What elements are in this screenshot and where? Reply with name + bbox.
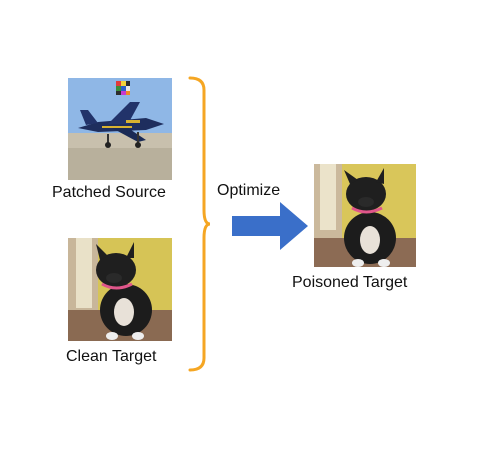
bracket bbox=[188, 76, 212, 372]
clean-target-label: Clean Target bbox=[66, 348, 157, 365]
poisoned-target-image bbox=[314, 164, 416, 267]
optimize-label: Optimize bbox=[217, 182, 281, 199]
poisoned-target-label: Poisoned Target bbox=[292, 274, 408, 291]
trigger-patch bbox=[116, 81, 130, 95]
patched-source-label: Patched Source bbox=[52, 184, 166, 201]
patched-source-image bbox=[68, 78, 172, 180]
arrow-icon bbox=[230, 200, 310, 252]
clean-target-image bbox=[68, 238, 172, 341]
